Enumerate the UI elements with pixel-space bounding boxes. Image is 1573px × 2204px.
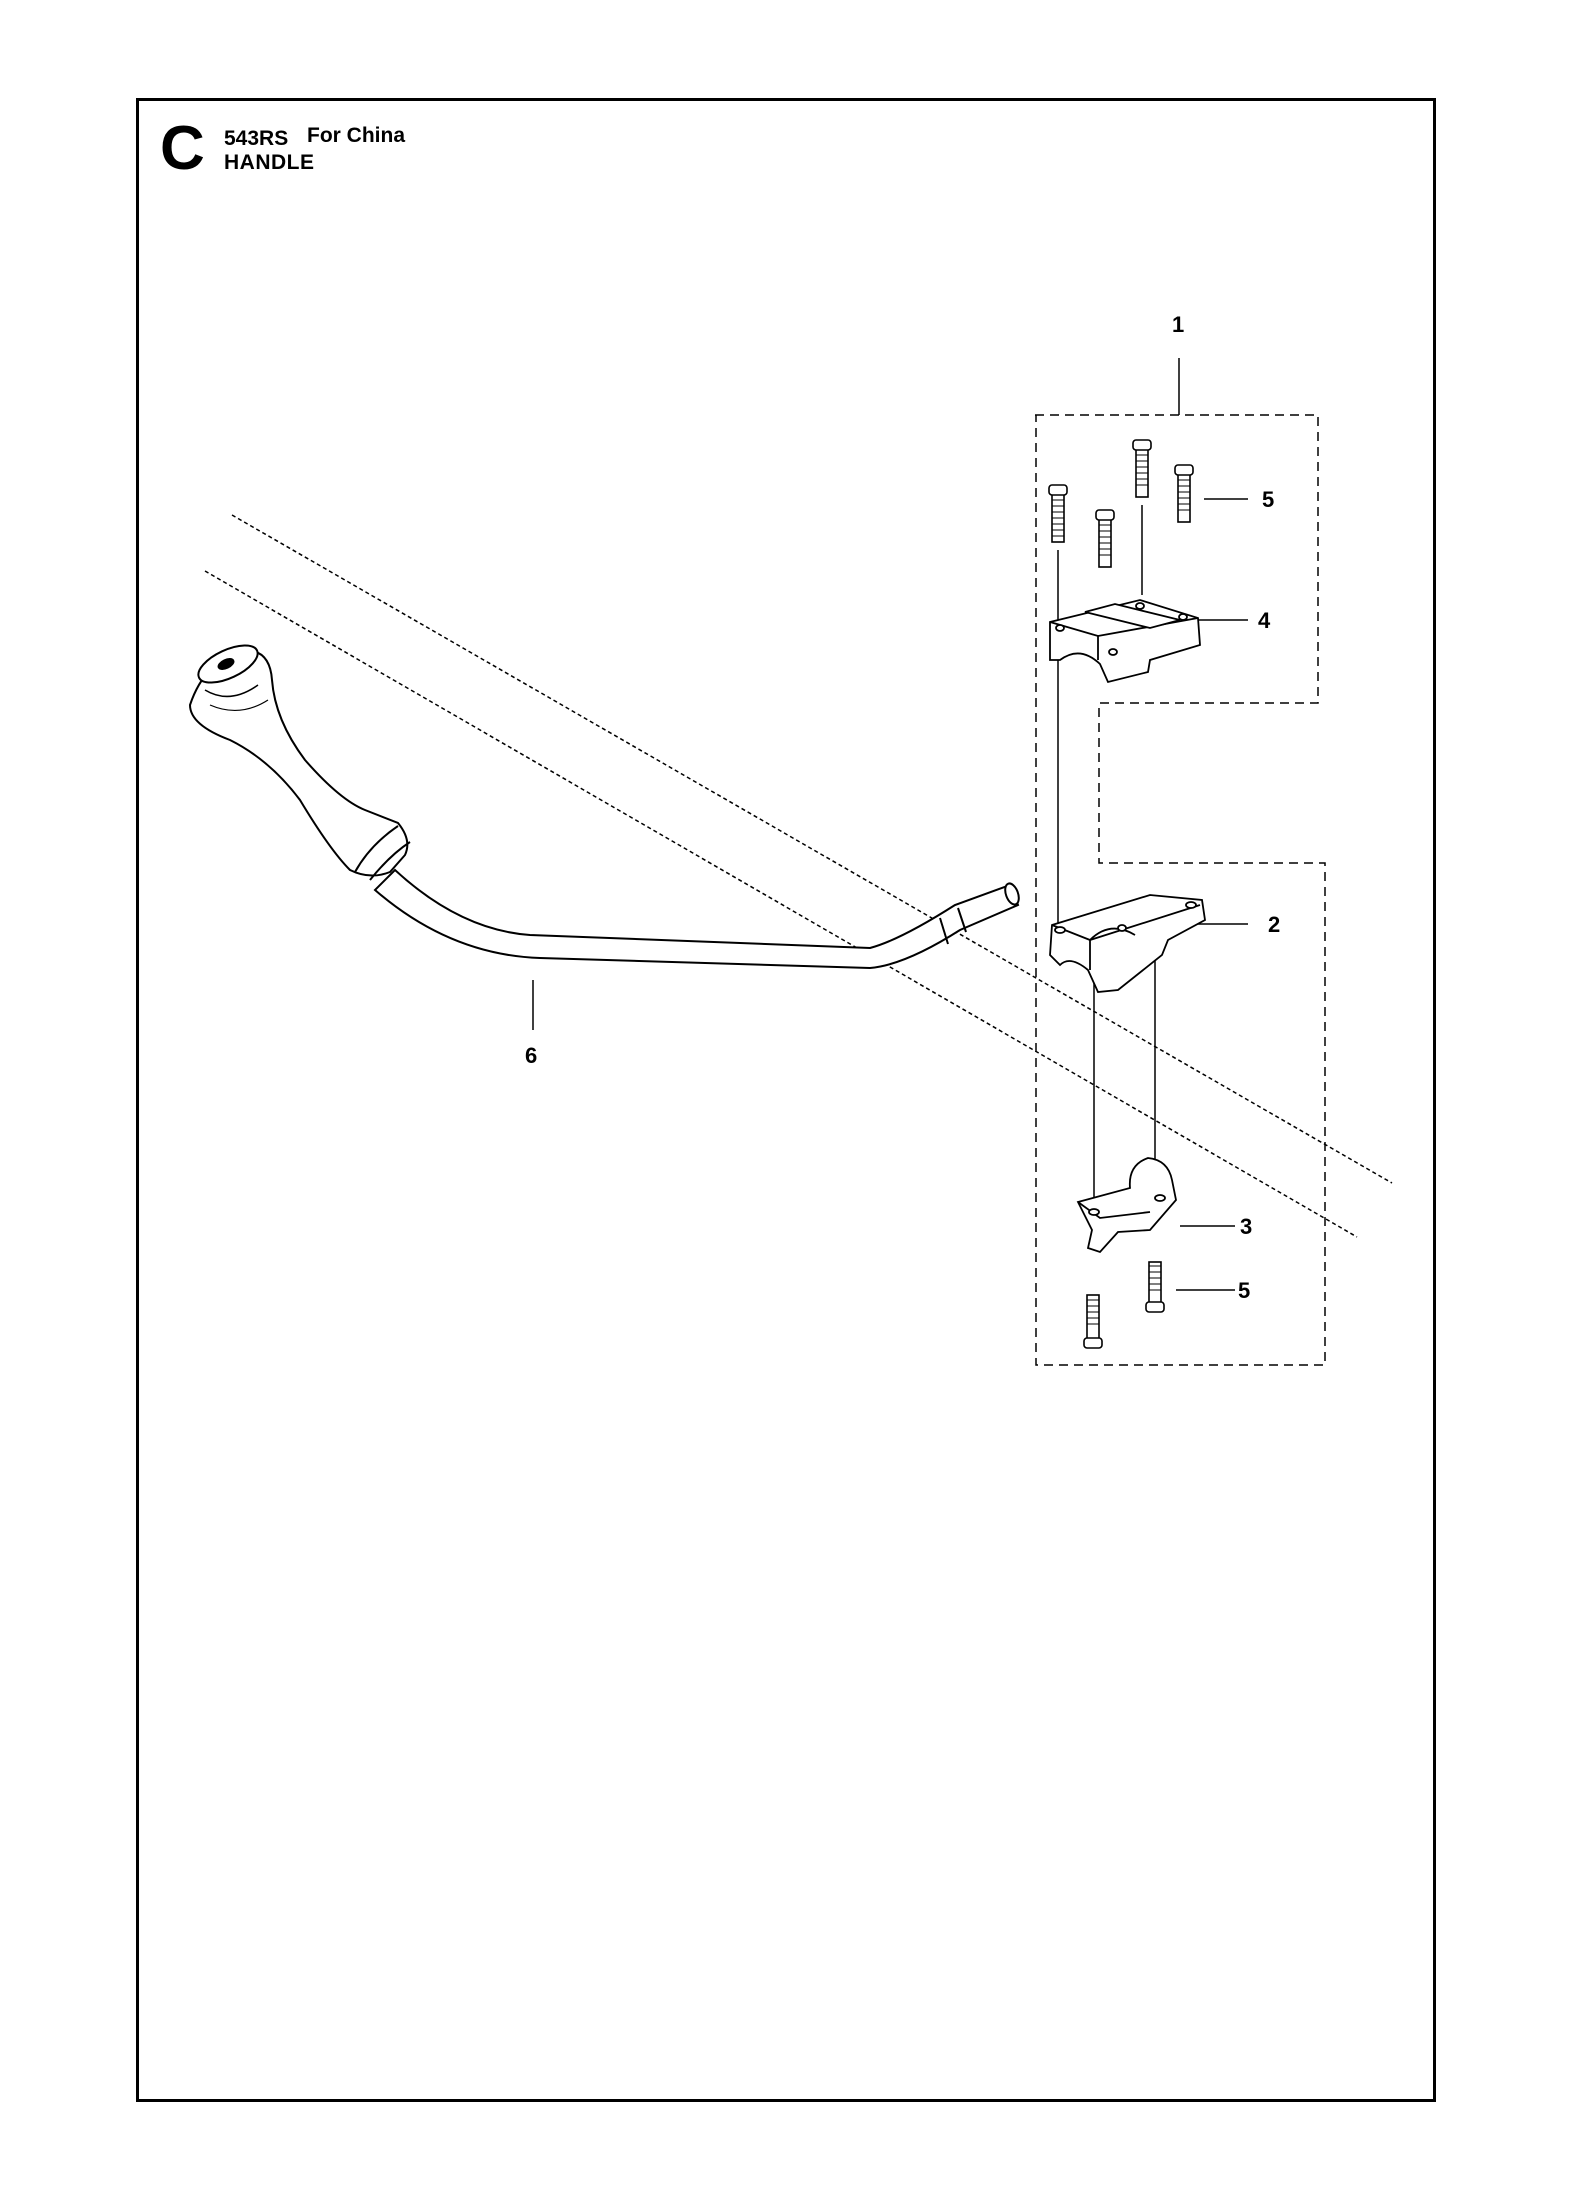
callout-6: 6 (525, 1043, 537, 1068)
screw-group-top[interactable] (1048, 439, 1194, 568)
screw-icon (1083, 1294, 1103, 1349)
callout-5-top: 5 (1262, 487, 1274, 512)
screw-icon (1145, 1261, 1165, 1313)
clamp-kit-group-box (1035, 414, 1326, 1366)
market-label: For China (307, 124, 405, 147)
callout-labels: 1 5 4 2 6 3 5 (525, 312, 1280, 1303)
handle-bar[interactable] (188, 638, 1021, 970)
screw-icon (1174, 464, 1194, 523)
diagram-title: HANDLE (224, 151, 315, 174)
page-frame (136, 98, 1436, 2102)
screw-group-bottom[interactable] (1083, 1261, 1165, 1349)
upper-clamp-half[interactable] (1049, 599, 1201, 684)
screw-icon (1095, 509, 1115, 568)
screw-icon (1048, 484, 1068, 543)
callout-4: 4 (1258, 608, 1271, 633)
bottom-clamp[interactable] (1076, 1157, 1177, 1254)
callout-1: 1 (1172, 312, 1184, 337)
shaft-phantom-lines (204, 514, 1393, 1238)
section-letter: C (160, 114, 205, 183)
screw-icon (1132, 439, 1152, 498)
callout-2: 2 (1268, 912, 1280, 937)
leader-lines (532, 358, 1248, 1291)
callout-5-bottom: 5 (1238, 1278, 1250, 1303)
model-number: 543RS (224, 127, 289, 150)
lower-clamp-half[interactable] (1049, 894, 1206, 993)
callout-3: 3 (1240, 1214, 1252, 1239)
